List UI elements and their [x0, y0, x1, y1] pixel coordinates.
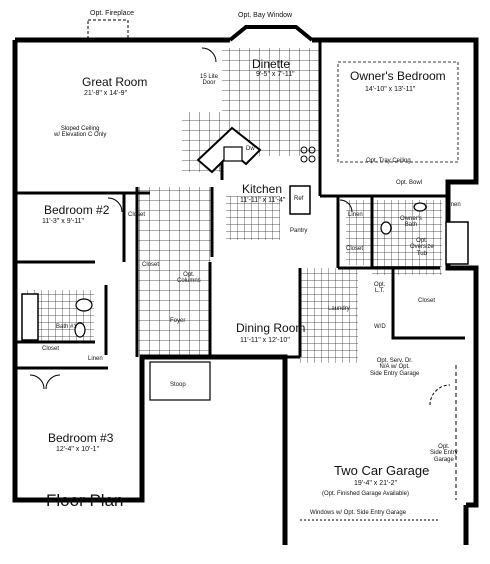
garage-note: (Opt. Finished Garage Available): [322, 491, 409, 497]
bedroom2-name: Bedroom #2: [44, 203, 110, 217]
interior-walls: [15, 40, 465, 370]
washer-dryer-label: W/D: [374, 324, 386, 330]
kitchen-name: Kitchen: [242, 182, 283, 196]
dining-room-name: Dining Room: [236, 321, 306, 335]
opt-fireplace-label: Opt. Fireplace: [90, 10, 134, 17]
bedroom3-dims: 12'-4" x 10'-1": [56, 446, 100, 453]
great-room-dims: 21'-8" x 14'-9": [84, 90, 128, 97]
owners-bedroom-dims: 14'-10" x 13'-11": [365, 86, 416, 93]
stoop-label: Stoop: [170, 382, 186, 388]
stoop-slab: [149, 361, 211, 401]
range-burners: [300, 146, 316, 163]
dishwasher-label: Dw: [246, 146, 255, 152]
laundry-label: Laundry: [328, 306, 350, 312]
linen-b3-label: Linen: [88, 356, 103, 362]
bath-fixtures: [74, 202, 427, 338]
bath1-label: Bath #1: [56, 324, 77, 330]
side-entry-garage-label: Opt. Side Entry Garage: [430, 444, 458, 463]
dinette-dims: 9'-5" x 7'-11": [256, 71, 295, 78]
bedroom2-dims: 11'-3" x 9'-11": [42, 218, 85, 225]
opt-bay-window-label: Opt. Bay Window: [238, 12, 293, 19]
dinette-name: Dinette: [252, 57, 291, 71]
bay-window: [228, 25, 314, 42]
owners-bath-label: Owner's Bath: [400, 216, 422, 229]
great-room-note: Sloped Ceiling w/ Elevation C Only: [54, 126, 107, 139]
kitchen-dims: 11'-11" x 11'-4": [240, 197, 286, 204]
refrigerator: [289, 185, 311, 215]
opt-bowl-label: Opt. Bowl: [396, 180, 423, 186]
linen-bath-label: Linen: [446, 202, 461, 208]
closet-owner-label: Closet: [346, 246, 364, 252]
opt-columns-label: Opt. Columns: [177, 272, 201, 285]
garage-dims: 19'-4" x 21'-2": [354, 480, 398, 487]
garage-name: Two Car Garage: [334, 463, 430, 478]
oversize-tub-label: Opt. Oversize Tub: [410, 238, 434, 257]
door-swings: [29, 47, 451, 406]
dining-room-dims: 11'-11" x 12'-10": [240, 337, 290, 344]
fireplace-outline: [87, 19, 129, 43]
closet-garage-label: Closet: [418, 298, 436, 304]
closet-b2-label: Closet: [128, 212, 146, 218]
great-room-name: Great Room: [82, 75, 148, 89]
closet-hall-label: Closet: [142, 262, 160, 268]
owners-bedroom-name: Owner's Bedroom: [350, 69, 446, 83]
plan-title: Floor Plan: [46, 491, 124, 510]
tray-ceiling-outline: [337, 61, 459, 163]
oversize-tub: [445, 221, 469, 265]
linen-owner-label: Linen: [348, 212, 363, 218]
serv-door-label: Opt. Serv. Dr. N/A w/ Opt. Side Entry Ga…: [370, 358, 420, 377]
tray-ceiling-label: Opt. Tray Ceiling: [366, 158, 411, 164]
bathtub-1: [21, 293, 39, 341]
opt-lt-label: Opt. L.T.: [374, 282, 386, 295]
refrigerator-label: Ref: [294, 196, 304, 202]
bedroom3-name: Bedroom #3: [48, 431, 114, 445]
windows-note: Windows w/ Opt. Side Entry Garage: [310, 510, 407, 516]
pantry-label: Pantry: [290, 228, 308, 234]
closet-b3-label: Closet: [42, 346, 60, 352]
kitchen-sink: [223, 146, 243, 162]
lite-door-label: 15 Lite Door: [200, 74, 219, 87]
foyer-label: Foyer: [170, 318, 186, 324]
tile-areas: [22, 48, 442, 363]
